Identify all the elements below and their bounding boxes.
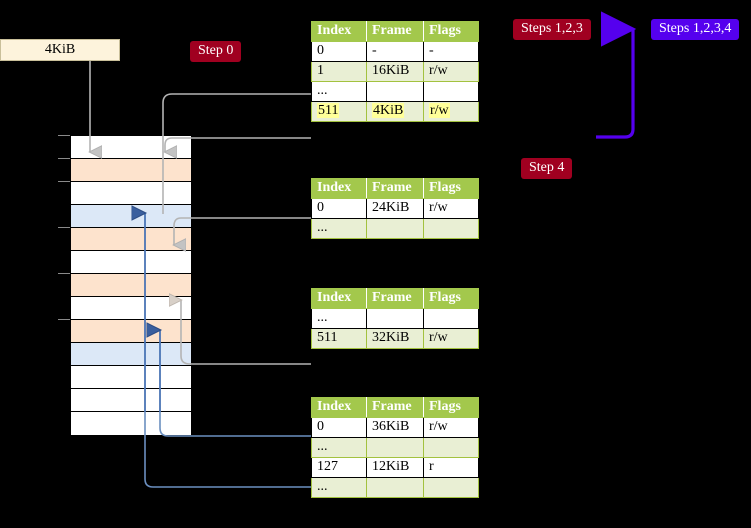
highlighted-value: r/w: [429, 103, 450, 118]
table-cell: ...: [311, 81, 367, 102]
table-row: 0--: [311, 41, 479, 62]
physical-memory-column: [70, 135, 191, 435]
table-cell: [366, 477, 424, 498]
table-cell: -: [423, 41, 479, 62]
table-cell: 127: [311, 457, 367, 478]
table-row: ...: [311, 308, 479, 329]
table-row: ...: [311, 437, 479, 458]
highlighted-value: 4KiB: [372, 103, 405, 118]
memory-frame-row: [71, 228, 191, 251]
table-cell: 36KiB: [366, 417, 424, 438]
column-header-flags: Flags: [423, 288, 479, 309]
table-cell: [366, 218, 424, 239]
table-cell: [366, 81, 424, 102]
memory-tick: [58, 319, 70, 320]
memory-frame-row: [71, 320, 191, 343]
table-cell: r/w: [423, 61, 479, 82]
badge-steps-1-2-3-4: Steps 1,2,3,4: [651, 19, 740, 40]
table-cell: [423, 81, 479, 102]
column-header-index: Index: [311, 178, 367, 199]
memory-tick: [58, 135, 70, 136]
table-cell: ...: [311, 477, 367, 498]
column-header-frame: Frame: [366, 397, 424, 418]
badge-step-4: Step 4: [521, 158, 573, 179]
badge-steps-1-2-3: Steps 1,2,3: [513, 19, 591, 40]
column-header-flags: Flags: [423, 21, 479, 42]
table-cell: 511: [311, 101, 367, 122]
table-row: ...: [311, 81, 479, 102]
column-header-index: Index: [311, 21, 367, 42]
table-cell: ...: [311, 218, 367, 239]
table-cell: 12KiB: [366, 457, 424, 478]
column-header-frame: Frame: [366, 178, 424, 199]
table-cell: [423, 308, 479, 329]
memory-tick: [58, 227, 70, 228]
table-cell: r/w: [423, 198, 479, 219]
table-cell: 511: [311, 328, 367, 349]
table-cell: 24KiB: [366, 198, 424, 219]
table-cell: 1: [311, 61, 367, 82]
table-cell: ...: [311, 308, 367, 329]
column-header-frame: Frame: [366, 21, 424, 42]
memory-frame-row: [71, 205, 191, 228]
memory-tick: [58, 158, 70, 159]
size-label-text: 4KiB: [44, 42, 76, 57]
wire-purple-bracket: [596, 11, 637, 139]
memory-frame-row: [71, 297, 191, 320]
table-cell: 4KiB: [366, 101, 424, 122]
table-cell: [423, 437, 479, 458]
memory-frame-row: [71, 389, 191, 412]
table-cell: 0: [311, 41, 367, 62]
memory-frame-row: [71, 274, 191, 297]
table-row: ...: [311, 477, 479, 498]
memory-frame-row: [71, 251, 191, 274]
table-cell: [423, 477, 479, 498]
size-label-box: 4KiB: [0, 39, 120, 61]
memory-frame-row: [71, 366, 191, 389]
table-cell: r/w: [423, 328, 479, 349]
wire-table2-to-memory: [181, 300, 311, 365]
table-cell: [366, 308, 424, 329]
highlighted-value: 511: [317, 103, 340, 118]
column-header-flags: Flags: [423, 178, 479, 199]
memory-frame-row: [71, 136, 191, 159]
table-row: ...: [311, 218, 479, 239]
table-cell: ...: [311, 437, 367, 458]
table-cell: [366, 437, 424, 458]
table-row: 511 4KiB r/w: [311, 101, 479, 122]
table-cell: -: [366, 41, 424, 62]
wire-table1-to-memory: [174, 217, 311, 245]
memory-tick: [58, 273, 70, 274]
table-cell: 0: [311, 417, 367, 438]
memory-frame-row: [71, 343, 191, 366]
column-header-index: Index: [311, 397, 367, 418]
table-cell: r: [423, 457, 479, 478]
badge-step-0: Step 0: [190, 41, 242, 62]
memory-tick: [58, 181, 70, 182]
memory-frame-row: [71, 182, 191, 205]
table-cell: r/w: [423, 101, 479, 122]
table-cell: 0: [311, 198, 367, 219]
memory-frame-row: [71, 159, 191, 182]
table-cell: 16KiB: [366, 61, 424, 82]
table-cell: 32KiB: [366, 328, 424, 349]
table-cell: [423, 218, 479, 239]
column-header-frame: Frame: [366, 288, 424, 309]
column-header-index: Index: [311, 288, 367, 309]
memory-frame-row: [71, 412, 191, 435]
column-header-flags: Flags: [423, 397, 479, 418]
table-cell: r/w: [423, 417, 479, 438]
